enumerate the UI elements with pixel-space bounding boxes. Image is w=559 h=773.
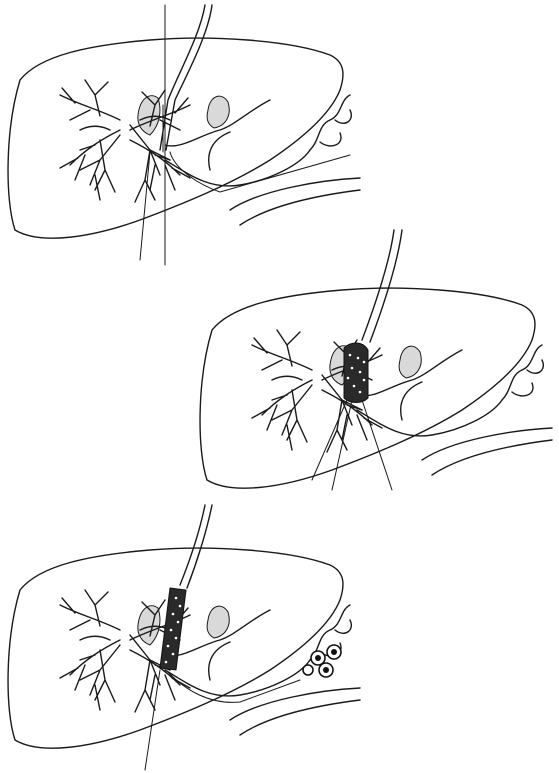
caudate-lobe xyxy=(207,96,229,128)
catheter-sheath xyxy=(362,230,402,342)
embolized-tract xyxy=(160,588,186,670)
tract-lines xyxy=(312,400,392,490)
caudate-lobe xyxy=(207,606,229,638)
panel-1 xyxy=(8,5,360,265)
embolic-plug xyxy=(344,343,368,403)
splenic-vein xyxy=(422,428,552,475)
catheter-sheath xyxy=(160,5,212,150)
panel-3 xyxy=(8,505,360,770)
splenic-vein xyxy=(230,178,360,225)
panel-2 xyxy=(200,230,552,490)
catheter-sheath xyxy=(180,505,212,588)
caudate-lobe xyxy=(399,346,421,378)
portal-vein xyxy=(165,610,310,696)
portal-vein xyxy=(357,350,502,436)
splenic-vein xyxy=(230,688,360,735)
liver-outline xyxy=(8,38,343,238)
